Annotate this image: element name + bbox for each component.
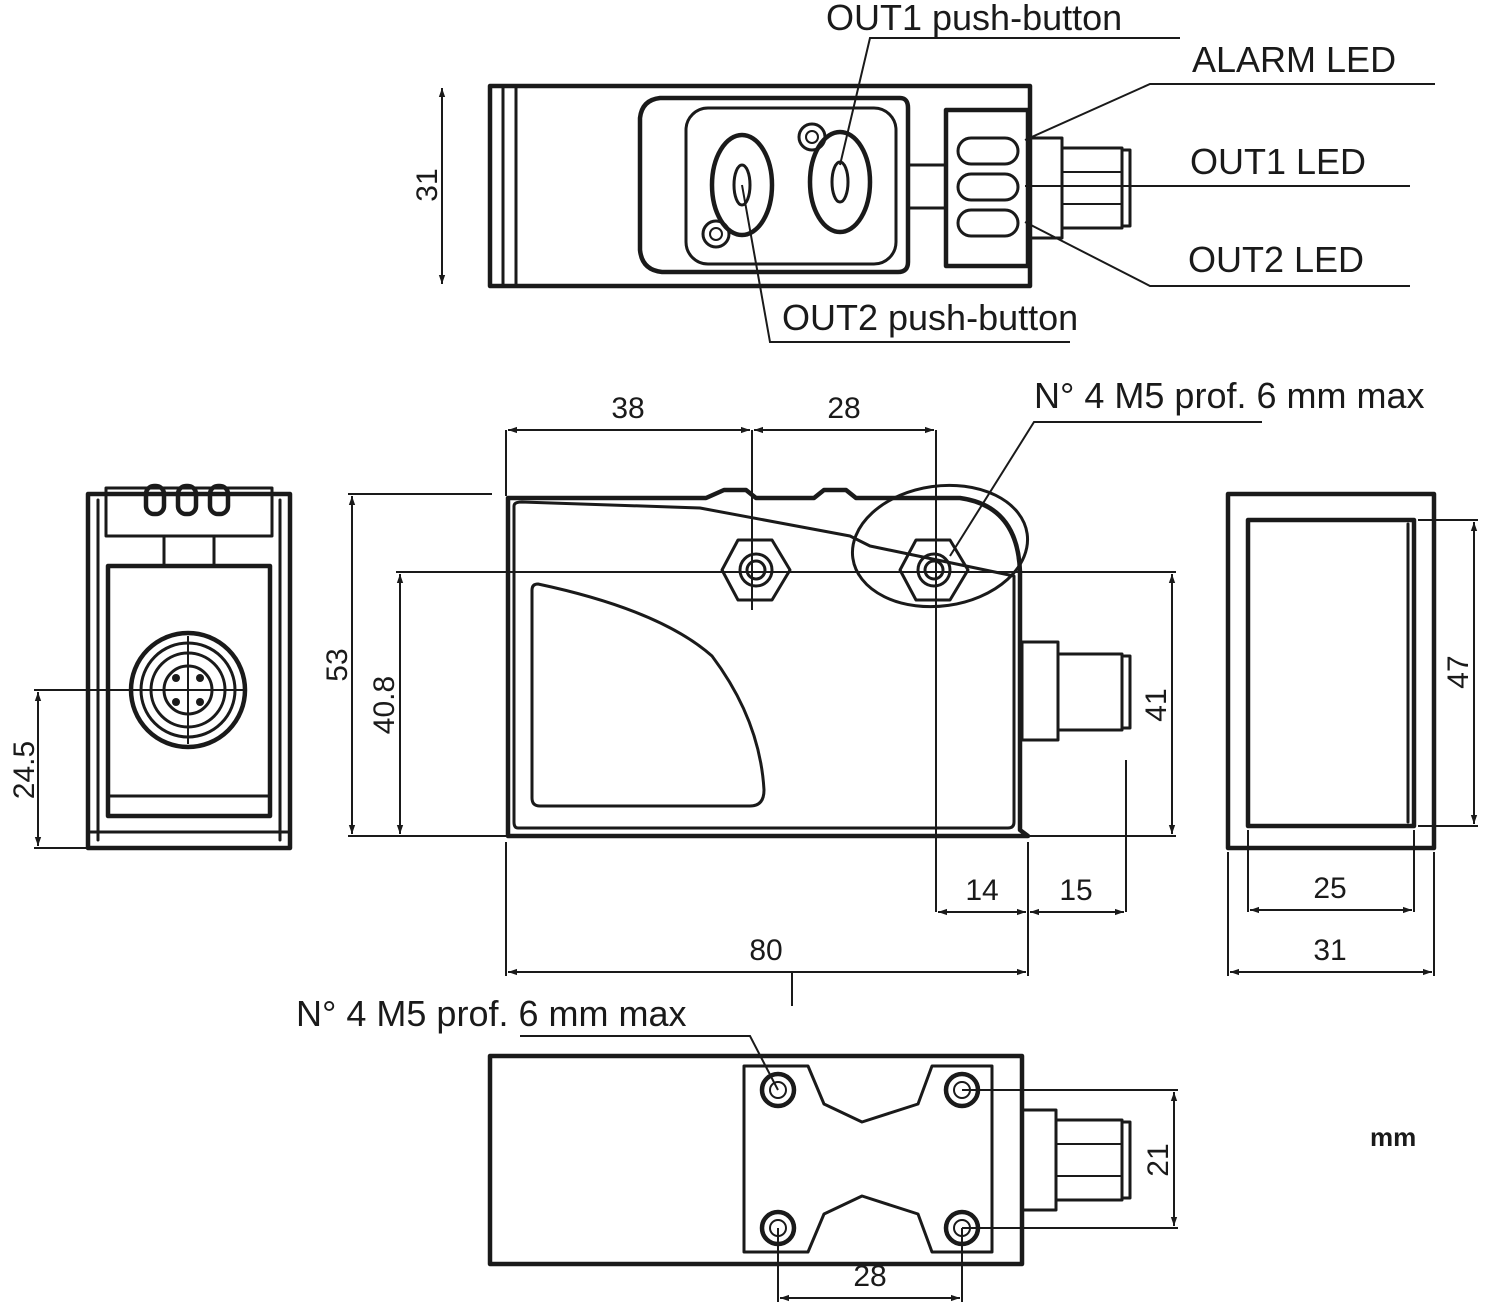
dim-rear-inner-width: 25 (1313, 872, 1346, 905)
dim-hole-offset: 38 (611, 392, 644, 425)
unit-label: mm (1370, 1122, 1416, 1152)
mounting-hole-nut (898, 538, 970, 602)
out1-push-button (807, 129, 873, 235)
connector-icon (1056, 652, 1124, 732)
connector-icon (1060, 146, 1124, 230)
label-out2-push-button: OUT2 push-button (782, 297, 1078, 338)
dim-hole-height: 40.8 (368, 676, 401, 734)
dim-rear-width: 31 (1313, 934, 1346, 967)
rear-view: 47 25 31 (1225, 491, 1478, 976)
label-out1-push-button: OUT1 push-button (826, 0, 1122, 38)
mounting-hole (759, 1071, 797, 1109)
dim-top-height: 31 (411, 168, 444, 201)
out1-led (956, 172, 1020, 202)
dim-bottom-conn-width: 21 (1142, 1143, 1175, 1176)
front-view: 24.5 (8, 483, 293, 851)
alarm-led (956, 136, 1020, 166)
connector-icon (1054, 1118, 1124, 1202)
label-out2-led: OUT2 LED (1188, 239, 1364, 280)
dim-front-conn-height: 24.5 (8, 741, 41, 799)
top-view-body (487, 83, 1033, 289)
dim-total-length: 80 (749, 934, 782, 967)
side-view: 38 28 53 40.8 41 14 15 80 N° 4 M5 prof. … (321, 375, 1424, 1006)
out2-led (956, 208, 1020, 238)
connector-nut (1020, 1108, 1058, 1212)
rear-view-body (1225, 491, 1437, 851)
label-thread-bottom: N° 4 M5 prof. 6 mm max (296, 993, 686, 1034)
dim-rear-inner-height: 47 (1442, 655, 1475, 688)
dim-conn-offset: 14 (965, 874, 998, 907)
control-panel (637, 95, 911, 275)
label-thread-side: N° 4 M5 prof. 6 mm max (1034, 375, 1424, 416)
dim-hole-spacing-bottom: 28 (853, 1260, 886, 1293)
screw-icon (701, 219, 731, 249)
mounting-hole-nut (720, 538, 792, 602)
rear-view-panel (1245, 517, 1417, 829)
mounting-plate (742, 1064, 994, 1254)
dim-body-height: 53 (321, 648, 354, 681)
dim-hole-spacing-top: 28 (827, 392, 860, 425)
label-out1-led: OUT1 LED (1190, 141, 1366, 182)
connector-nut (1020, 640, 1060, 742)
top-view: 31 OUT1 push-button ALARM LED OUT1 LED O… (411, 0, 1435, 343)
dim-conn-length: 15 (1059, 874, 1092, 907)
out2-push-button (709, 132, 775, 238)
dim-side-height: 41 (1140, 688, 1173, 721)
bottom-view: 21 28 N° 4 M5 prof. 6 mm max (296, 993, 1178, 1302)
front-view-body (85, 491, 293, 851)
screw-icon (797, 122, 827, 152)
bottom-view-body (487, 1053, 1025, 1267)
side-view-window (530, 582, 766, 808)
label-alarm-led: ALARM LED (1192, 39, 1396, 80)
connector-nut (1026, 136, 1064, 240)
